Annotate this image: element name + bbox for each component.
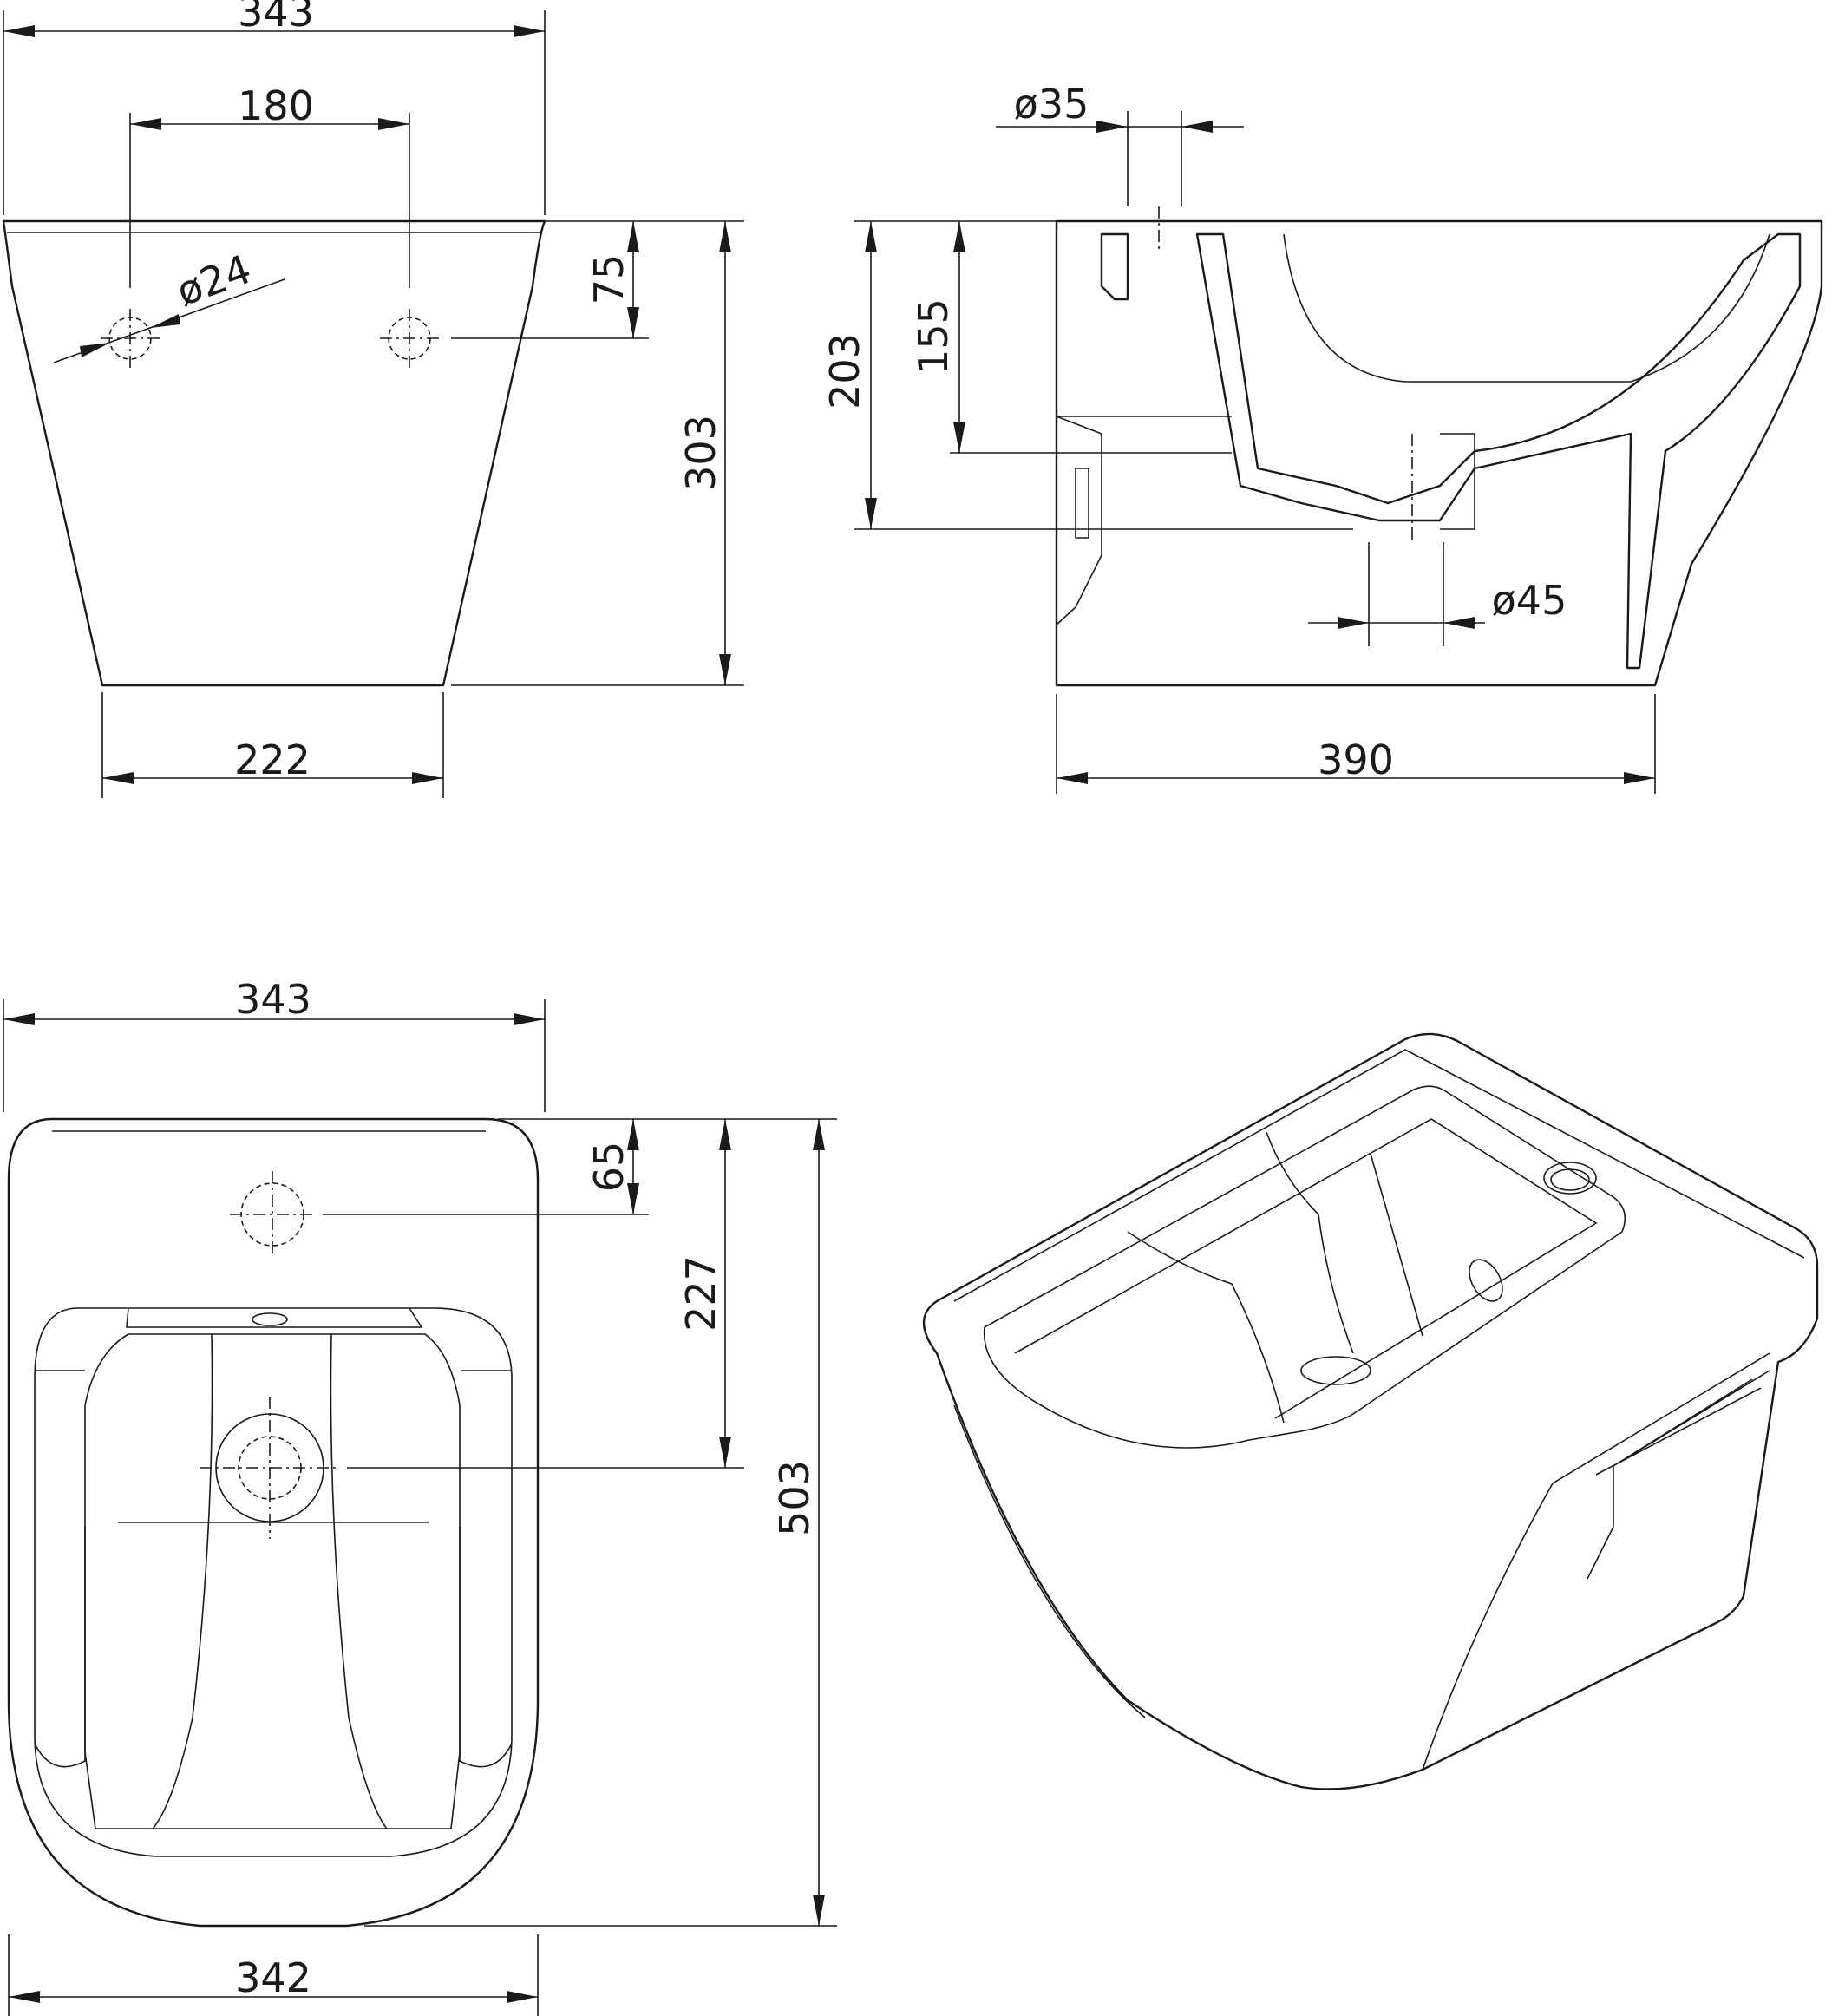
tap-hole-spacing-label: 180: [238, 82, 314, 129]
top-tap-hole: [230, 1171, 316, 1258]
front-tap-hole-right: [380, 309, 439, 368]
supply-height-label: 155: [910, 298, 957, 375]
top-view: 343 65 227 503 342: [3, 976, 837, 2016]
top-width-label: 342: [235, 1954, 311, 2001]
top-length-label: 503: [771, 1460, 818, 1536]
front-overall-width-label: 343: [238, 0, 314, 36]
outlet-diameter-label: ø45: [1492, 577, 1567, 624]
hole-diameter-label: ø24: [171, 245, 258, 315]
dim-front-height: 303: [677, 221, 731, 685]
dim-drain-offset: 227: [677, 1119, 731, 1468]
dim-tap-hole-offset: 65: [586, 1119, 639, 1214]
base-width-label: 222: [234, 736, 311, 783]
dim-outlet-height: 203: [821, 221, 877, 529]
side-view-outline: [1055, 219, 1823, 687]
dim-base-width: 222: [102, 736, 443, 784]
dim-front-overall-width: 343: [3, 0, 545, 37]
front-tap-hole-left: [101, 309, 160, 368]
front-view-outline: [2, 219, 546, 687]
dim-hole-diameter: ø24: [53, 245, 285, 363]
dim-top-width: 342: [9, 1954, 538, 2003]
dim-hole-offset: 75: [586, 221, 639, 338]
front-height-label: 303: [677, 415, 724, 491]
dim-top-length: 503: [771, 1119, 825, 1926]
drain-offset-label: 227: [677, 1255, 724, 1332]
dim-supply-height: 155: [910, 221, 965, 453]
dim-supply-diameter: ø35: [996, 81, 1244, 133]
outlet-height-label: 203: [821, 333, 868, 409]
dim-tap-hole-spacing: 180: [130, 82, 409, 130]
dim-side-depth: 390: [1057, 736, 1655, 784]
dim-outlet-diameter: ø45: [1308, 577, 1567, 629]
top-overall-width-label: 343: [235, 976, 311, 1023]
dim-top-overall-width: 343: [3, 976, 545, 1025]
isometric-view: [922, 1032, 1819, 1790]
hole-offset-label: 75: [586, 254, 632, 305]
top-view-outline: [7, 1117, 540, 1928]
side-depth-label: 390: [1318, 736, 1394, 783]
front-view: 343 180 ø24 75 303: [2, 0, 744, 798]
top-drain: [200, 1397, 340, 1539]
tap-hole-offset-label: 65: [586, 1142, 632, 1193]
supply-diameter-label: ø35: [1014, 81, 1089, 128]
side-section-view: ø35 203 155 ø45 390: [821, 81, 1823, 794]
